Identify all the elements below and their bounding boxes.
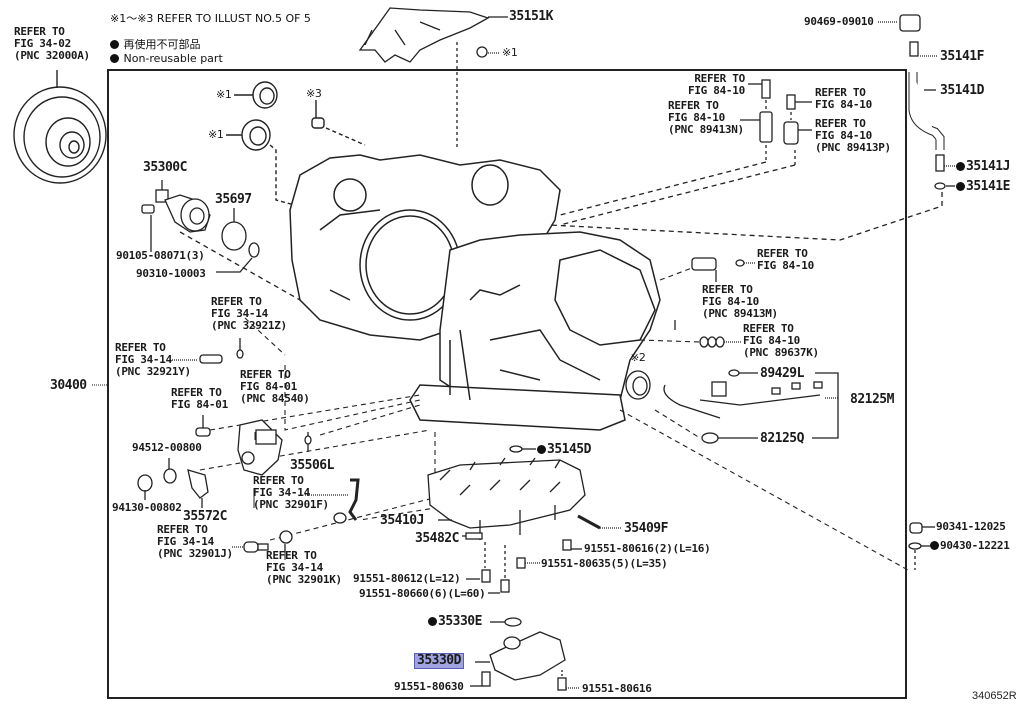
label-leaders xyxy=(253,432,286,560)
part-94512-00800[interactable]: 94512-00800 xyxy=(132,441,202,454)
ref-pnc-32901J[interactable]: REFER TO FIG 34-14 (PNC 32901J) xyxy=(157,523,233,560)
part-91551-80635[interactable]: 91551-80635(5)(L=35) xyxy=(541,557,668,570)
part-90105-08071[interactable]: 90105-08071(3) xyxy=(116,249,205,262)
left-small-parts-drawing xyxy=(137,338,360,553)
legend-non-reusable-jp: 再使用不可部品 xyxy=(110,36,201,52)
legend-jp-text: 再使用不可部品 xyxy=(123,38,201,51)
drain-plug-drawing xyxy=(908,522,935,570)
mark-3: ※3 xyxy=(306,87,322,100)
oil-strainer-drawing xyxy=(470,617,580,691)
part-91551-80660[interactable]: 91551-80660(6)(L=60) xyxy=(359,587,486,600)
mark-1-seal-a: ※1 xyxy=(216,88,232,101)
transaxle-case-drawing xyxy=(289,154,661,431)
part-35572C[interactable]: 35572C xyxy=(183,509,227,524)
part-35300C[interactable]: 35300C xyxy=(143,160,187,175)
filled-circle-icon xyxy=(110,40,119,49)
ref-pnc-89413P[interactable]: REFER TO FIG 84-10 (PNC 89413P) xyxy=(815,117,891,154)
non-reusable-icon xyxy=(930,541,939,550)
torque-converter-drawing xyxy=(13,70,107,184)
part-35141J[interactable]: 35141J xyxy=(956,160,1010,174)
part-90341-12025[interactable]: 90341-12025 xyxy=(936,520,1006,533)
non-reusable-icon xyxy=(956,182,965,191)
part-35141F[interactable]: 35141F xyxy=(940,49,984,64)
ref-torque-converter[interactable]: REFER TO FIG 34-02 (PNC 32000A) xyxy=(14,25,90,62)
ref-pnc-89413N[interactable]: REFER TO FIG 84-10 (PNC 89413N) xyxy=(668,99,744,136)
part-35506L[interactable]: 35506L xyxy=(290,458,334,473)
hose-assembly-drawing xyxy=(549,14,955,241)
harness-drawing xyxy=(625,257,839,444)
diagram-id: 340652R xyxy=(972,690,1017,702)
part-94130-00802[interactable]: 94130-00802 xyxy=(112,501,182,514)
non-reusable-icon xyxy=(428,617,437,626)
ref-pnc-32921Z[interactable]: REFER TO FIG 34-14 (PNC 32921Z) xyxy=(211,295,287,332)
legend-non-reusable-en: Non-reusable part xyxy=(110,52,223,65)
valve-body-drawing xyxy=(427,445,622,594)
ref-pnc-32921Y[interactable]: REFER TO FIG 34-14 (PNC 32921Y) xyxy=(115,341,191,378)
illustration-reference-note: ※1～※3 REFER TO ILLUST NO.5 OF 5 xyxy=(110,12,311,25)
diagram-frame xyxy=(107,69,907,699)
part-90310-10003[interactable]: 90310-10003 xyxy=(136,267,206,280)
mark-1-seal-b: ※1 xyxy=(208,128,224,141)
non-reusable-icon xyxy=(956,162,965,171)
part-35409F[interactable]: 35409F xyxy=(624,521,668,536)
part-82125Q[interactable]: 82125Q xyxy=(760,431,804,446)
part-90469-09010[interactable]: 90469-09010 xyxy=(804,15,874,28)
mark-2: ※2 xyxy=(630,351,646,364)
legend-en-text: Non-reusable part xyxy=(123,52,223,65)
mark-1-top: ※1 xyxy=(502,46,518,59)
part-82125M[interactable]: 82125M xyxy=(850,392,894,407)
part-35145D[interactable]: 35145D xyxy=(537,443,591,457)
leader-lines xyxy=(199,264,909,571)
oil-seals-drawing xyxy=(226,81,366,207)
ref-pnc-32901F[interactable]: REFER TO FIG 34-14 (PNC 32901F) xyxy=(253,474,329,511)
speed-sensor-drawings xyxy=(559,79,812,226)
part-35141E[interactable]: 35141E xyxy=(956,180,1010,194)
ref-fig-84-10-c[interactable]: REFER TO FIG 84-10 xyxy=(757,247,814,272)
part-35697[interactable]: 35697 xyxy=(215,192,252,207)
ref-pnc-89637K[interactable]: REFER TO FIG 84-10 (PNC 89637K) xyxy=(743,322,819,359)
ref-fig-84-10-bolt-a[interactable]: REFER TO FIG 84-10 xyxy=(688,72,745,97)
part-35141D[interactable]: 35141D xyxy=(940,83,984,98)
part-35330D-highlighted[interactable]: 35330D xyxy=(414,653,464,669)
part-35410J[interactable]: 35410J xyxy=(380,513,424,528)
filled-circle-icon xyxy=(110,54,119,63)
ref-pnc-84540[interactable]: REFER TO FIG 84-01 (PNC 84540) xyxy=(240,368,310,405)
part-91551-80616-2[interactable]: 91551-80616(2)(L=16) xyxy=(584,542,711,555)
ref-pnc-32901K[interactable]: REFER TO FIG 34-14 (PNC 32901K) xyxy=(266,549,342,586)
part-90430-12221[interactable]: 90430-12221 xyxy=(930,540,1010,552)
part-35330E[interactable]: 35330E xyxy=(428,615,482,629)
ref-fig-84-01-bolt[interactable]: REFER TO FIG 84-01 xyxy=(171,386,228,411)
part-91551-80616[interactable]: 91551-80616 xyxy=(582,682,652,695)
non-reusable-icon xyxy=(537,445,546,454)
part-89429L[interactable]: 89429L xyxy=(760,366,804,381)
part-35151K[interactable]: 35151K xyxy=(509,9,553,24)
ref-fig-84-10-bolt-b[interactable]: REFER TO FIG 84-10 xyxy=(815,86,872,111)
part-91551-80630[interactable]: 91551-80630 xyxy=(394,680,464,693)
part-91551-80612[interactable]: 91551-80612(L=12) xyxy=(353,572,461,585)
part-35482C[interactable]: 35482C xyxy=(415,531,459,546)
ref-pnc-89413M[interactable]: REFER TO FIG 84-10 (PNC 89413M) xyxy=(702,283,778,320)
bracket-35151k-drawing xyxy=(358,7,508,150)
part-30400[interactable]: 30400 xyxy=(50,378,87,393)
